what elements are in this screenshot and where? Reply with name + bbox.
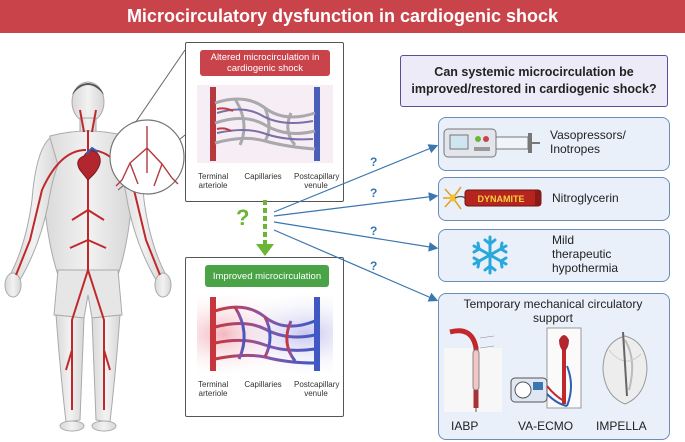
therapy-arrows [273, 144, 439, 302]
improved-label-capillaries: Capillaries [244, 380, 282, 389]
dynamite-icon: DYNAMITE [443, 186, 542, 210]
impella-illustration [602, 331, 648, 405]
vasopressors-label: Vasopressors/ Inotropes [550, 128, 626, 156]
altered-capillary-network [197, 85, 333, 163]
question-mark-2: ? [370, 186, 378, 200]
question-mark-3: ? [370, 224, 378, 238]
altered-tag-text: Altered microcirculation in cardiogenic … [210, 52, 320, 74]
improved-capillary-network [197, 295, 333, 373]
altered-label-terminal-arteriole: Terminal arteriole [198, 172, 229, 190]
snowflake-icon [472, 235, 508, 275]
mcs-title: Temporary mechanical circulatory support [463, 297, 643, 325]
human-body-illustration [4, 81, 172, 432]
dynamite-text: DYNAMITE [478, 194, 525, 204]
iabp-illustration [444, 328, 502, 412]
page-title: Microcirculatory dysfunction in cardioge… [126, 6, 559, 26]
question-mark-4: ? [370, 259, 378, 273]
title-banner: Microcirculatory dysfunction in cardioge… [0, 0, 685, 33]
capillary-zoom-circle [109, 119, 185, 195]
altered-microcirculation-tag: Altered microcirculation in cardiogenic … [200, 50, 330, 76]
device-label-iabp: IABP [451, 419, 479, 433]
improved-label-terminal-arteriole: Terminal arteriole [198, 380, 229, 398]
dashed-improvement-arrow [256, 200, 274, 256]
question-box: Can systemic microcirculation be improve… [400, 55, 668, 107]
syringe-pump-icon [443, 128, 540, 158]
device-label-va-ecmo: VA-ECMO [518, 419, 574, 433]
hypothermia-label: Mild therapeutic hypothermia [552, 233, 619, 275]
improved-tag-text: Improved microcirculation [212, 270, 322, 282]
center-question-mark: ? [236, 205, 250, 230]
altered-label-capillaries: Capillaries [244, 172, 282, 181]
device-label-impella: IMPELLA [596, 419, 647, 433]
improved-microcirculation-tag: Improved microcirculation [205, 265, 329, 287]
therapy-hypothermia [438, 229, 670, 282]
nitroglycerin-label: Nitroglycerin [552, 191, 619, 205]
va-ecmo-illustration [510, 327, 582, 409]
question-mark-1: ? [370, 155, 378, 169]
altered-label-postcapillary-venule: Postcapillary venule [294, 172, 340, 190]
question-text: Can systemic microcirculation be improve… [411, 65, 657, 96]
improved-label-postcapillary-venule: Postcapillary venule [294, 380, 340, 398]
